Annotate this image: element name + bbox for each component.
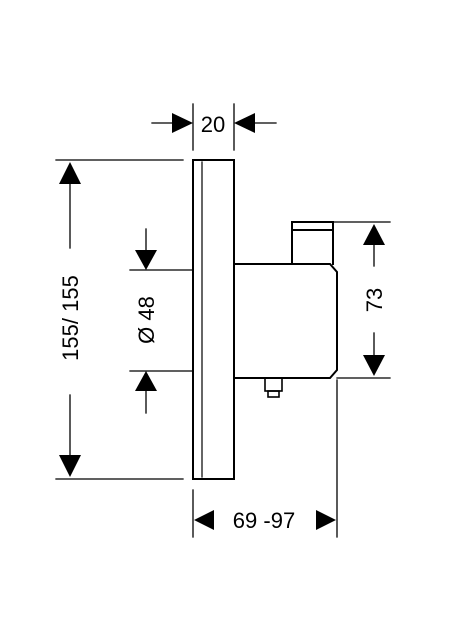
dimension-arrowheads-69-97 xyxy=(194,510,336,530)
dimension-diameter-48 xyxy=(129,228,194,414)
dimension-arrowheads-73 xyxy=(363,224,385,376)
bottom-nub xyxy=(264,377,283,398)
label-projection-69-97: 69 -97 xyxy=(233,508,295,533)
label-depth-20: 20 xyxy=(201,112,225,137)
dimension-arrowheads-155 xyxy=(59,162,81,477)
cover-plate xyxy=(192,159,235,480)
dimension-arrowheads-48 xyxy=(135,250,157,391)
label-diameter-48: Ø 48 xyxy=(134,296,159,344)
label-height-155: 155/ 155 xyxy=(58,275,83,361)
dimension-height-73 xyxy=(332,221,391,379)
dimension-height-155 xyxy=(55,159,184,480)
thermostat-body xyxy=(233,263,338,379)
top-knob xyxy=(291,221,334,265)
label-height-73: 73 xyxy=(362,288,387,312)
dimension-projection-69-97 xyxy=(192,379,338,538)
dimension-arrowheads-20 xyxy=(172,113,255,133)
